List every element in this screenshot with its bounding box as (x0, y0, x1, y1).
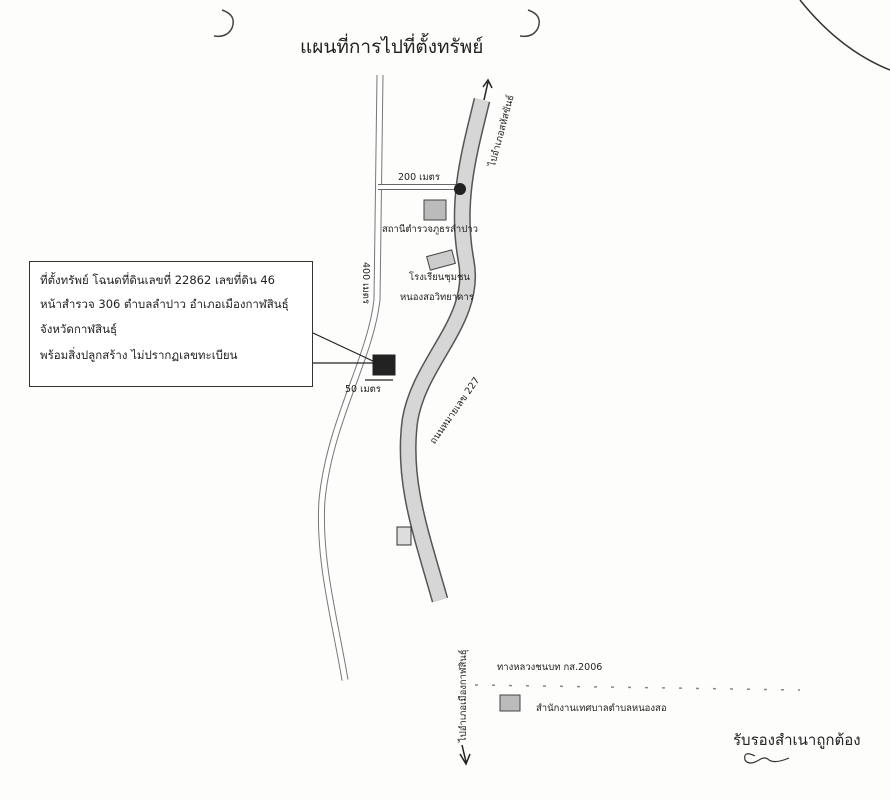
south-arrow (459, 744, 471, 766)
local-road-left-fill (318, 74, 383, 681)
label-dist-200: 200 เมตร (398, 172, 440, 183)
rural-road-2006 (474, 684, 801, 691)
property-line-1: ที่ตั้งทรัพย์ โฉนดที่ดินเลขที่ 22862 เลข… (40, 273, 275, 287)
highway-227-fill (401, 98, 489, 602)
north-arrow (482, 78, 493, 101)
landmark-icon (396, 526, 412, 546)
page-title: แผนที่การไปที่ตั้งทรัพย์ (300, 36, 484, 58)
label-dist-50: 50 เมตร (345, 384, 381, 395)
police-station-icon (423, 199, 447, 221)
label-municipality: สำนักงานเทศบาลตำบลหนองสอ (536, 703, 667, 714)
label-police: สถานีตำรวจภูธรลำปาว (382, 224, 478, 235)
label-to-south: ไปอำเภอเมืองกาฬสินธุ์ (458, 649, 469, 742)
municipality-icon (499, 694, 521, 712)
property-info-box (29, 261, 313, 387)
property-line-4: พร้อมสิ่งปลูกสร้าง ไม่ปรากฏเลขทะเบียน (40, 348, 238, 362)
label-dist-400: 400 เมตร (360, 262, 371, 304)
property-line-3: จังหวัดกาฬสินธุ์ (40, 322, 118, 336)
signature (744, 753, 790, 764)
punch-hole-mark (519, 9, 540, 38)
junction-marker (454, 183, 466, 195)
label-rural-road: ทางหลวงชนบท กส.2006 (497, 662, 603, 673)
label-school-1: โรงเรียนชุมชน (409, 272, 470, 283)
certification-text: รับรองสำเนาถูกต้อง (733, 731, 861, 749)
property-building-icon (372, 354, 396, 376)
label-school-2: หนองสอวิทยาคาร (400, 292, 474, 303)
punch-hole-mark (213, 9, 234, 38)
pointer-line (312, 332, 393, 381)
property-line-2: หน้าสำรวจ 306 ตำบลลำปาว อำเภอเมืองกาฬสิน… (40, 297, 289, 311)
corner-line (799, 0, 890, 71)
school-icon (426, 249, 456, 271)
